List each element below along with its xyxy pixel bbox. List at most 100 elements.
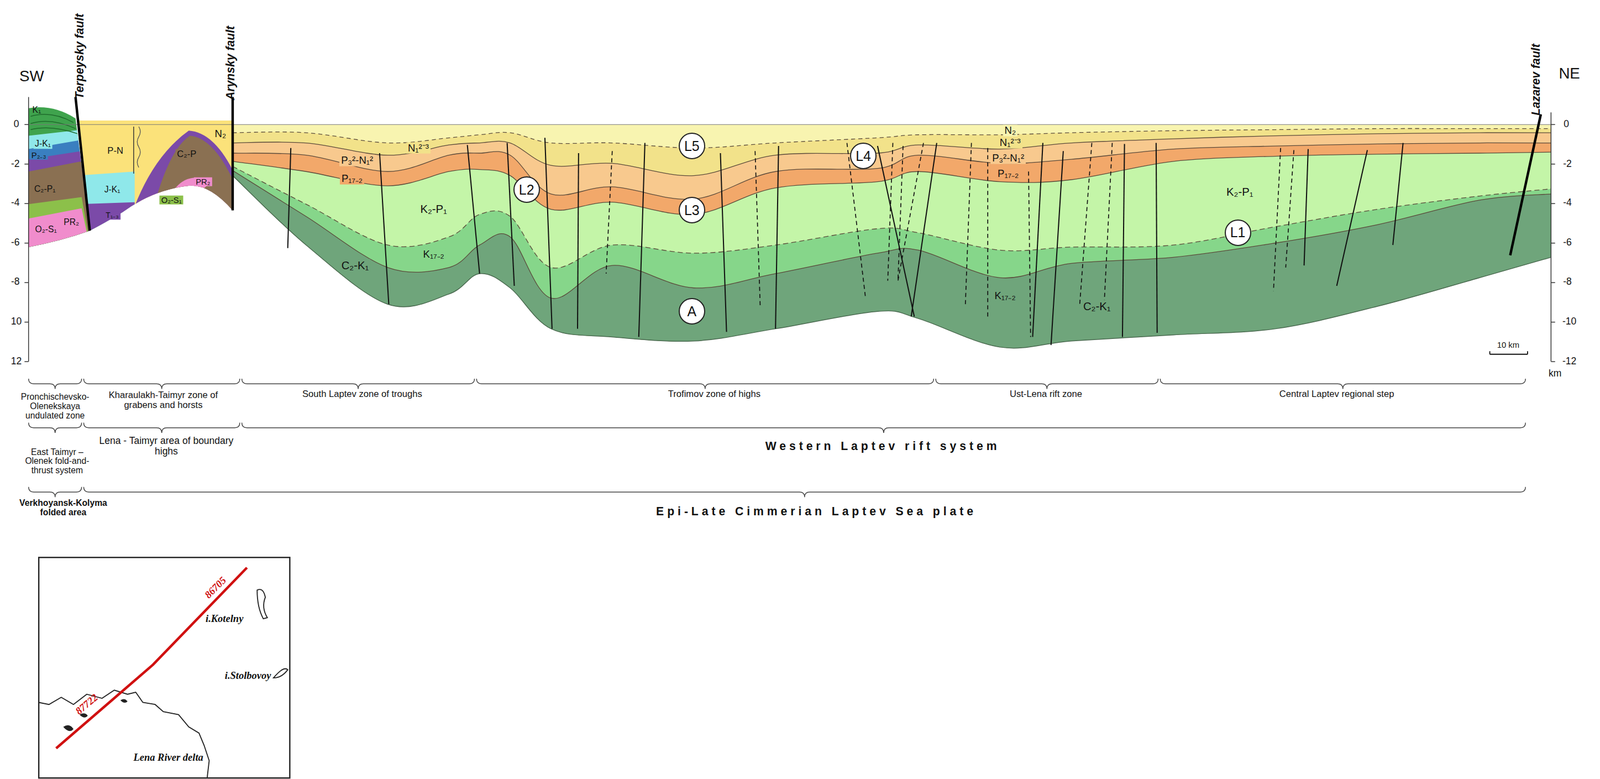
zone-bracket: [83, 378, 240, 389]
tick: [1550, 321, 1555, 323]
fault-line: [1285, 149, 1294, 267]
depth-axis: [1550, 112, 1552, 362]
map-frame: [38, 557, 290, 778]
callout-circle: L2: [513, 176, 540, 203]
zone-bracket: [28, 486, 82, 497]
tick: [1550, 124, 1555, 125]
tick: [24, 281, 29, 283]
fault-line: [1028, 171, 1031, 337]
fault-line: [898, 145, 904, 281]
basement-line: [232, 175, 1551, 349]
zone-name: Central Laptev regional step: [1279, 389, 1395, 400]
zone-bracket: [476, 378, 934, 389]
fault-line: [887, 143, 893, 281]
callout-number: L5: [684, 138, 700, 155]
callout-circle: L5: [678, 132, 706, 160]
zone-name: Ust-Lena rift zone: [1009, 389, 1083, 400]
unit-label: C₂-P: [175, 148, 198, 160]
horst-block: [71, 112, 245, 276]
unit-label: K₁₇₋₂: [421, 248, 447, 260]
depth-tick: km: [1548, 368, 1562, 380]
zone-name: East Taimyr – Olenek fold-and-thrust sys…: [20, 447, 94, 476]
callout-number: L1: [1230, 224, 1246, 241]
tick: [24, 202, 29, 204]
rock-layer: [232, 142, 1551, 348]
unit-label: PR₂: [193, 176, 212, 187]
horizon-line: [232, 170, 1551, 299]
unit-label: J-K₁: [102, 185, 123, 196]
fault-line: [638, 143, 645, 338]
unit-label: C₂-K₁: [1081, 300, 1113, 313]
depth-tick: 0: [1563, 118, 1570, 130]
tick: [24, 321, 29, 323]
scale-bar: [1490, 350, 1528, 355]
unit-label: P₃²-N₁²: [990, 152, 1026, 165]
fault-line: [775, 145, 779, 329]
unit-label: P-N: [105, 145, 125, 157]
fault-line: [1079, 143, 1092, 307]
tick: [24, 163, 29, 165]
depth-tick: -10: [1562, 316, 1577, 328]
direction-label: SW: [19, 67, 45, 86]
depth-tick: 0: [13, 118, 20, 130]
depth-tick: -4: [11, 197, 20, 209]
unit-label: K₂-P₁: [418, 202, 449, 216]
place-name: Lena River delta: [133, 751, 203, 764]
unit-label: P₁₇₋₂: [995, 168, 1021, 180]
fault-line: [507, 143, 515, 287]
zone-name: Western Laptev rift system: [765, 439, 1001, 453]
fault-line: [965, 143, 972, 307]
fault-name: Lazarev fault: [1529, 43, 1543, 116]
island: [256, 589, 267, 619]
fault-line: [898, 143, 924, 281]
unit-label: C₂-K₁: [339, 259, 371, 272]
fault-line: [754, 150, 760, 307]
fault-line: [544, 137, 553, 329]
unit-label: P₃²-N₁²: [339, 154, 375, 167]
fault-line: [1392, 143, 1403, 246]
island: [273, 668, 288, 679]
major-fault: [1510, 114, 1541, 256]
unit-label: N₁²⁻³: [406, 142, 431, 154]
depth-tick: -2: [1562, 158, 1572, 170]
coastline: [38, 689, 209, 778]
unit-label: P₁₇₋₂: [339, 172, 365, 185]
zone-name: Lena - Taimyr area of boundary highs: [95, 435, 238, 457]
fault-line: [1273, 148, 1281, 292]
depth-tick: -2: [11, 158, 20, 170]
fault-line: [1304, 149, 1309, 266]
fault-line: [1051, 150, 1064, 345]
zone-name: Kharaulakh-Taimyr zone of grabens and ho…: [91, 390, 235, 411]
unit-label: O₂-S₁: [33, 224, 59, 235]
fault-line: [606, 150, 613, 274]
tick: [24, 360, 29, 362]
rock-layer: [232, 124, 1551, 348]
zone-bracket: [28, 378, 82, 389]
fault-line: [1156, 143, 1158, 333]
unit-label: P₂₋₃: [29, 150, 49, 160]
unit-label: K₁: [32, 105, 42, 116]
callout-circle: A: [678, 297, 706, 325]
depth-tick: -4: [1562, 197, 1572, 209]
fault-line: [287, 148, 292, 249]
zone-bracket: [935, 378, 1158, 389]
scale-bar: [1490, 353, 1528, 355]
tick: [1550, 163, 1555, 165]
fault-line: [379, 153, 390, 304]
callout-number: L2: [518, 181, 535, 198]
unit-label: C₂-P₁: [32, 184, 57, 194]
rock-layer: [232, 170, 1551, 348]
place-name: i.Stolbovoy: [224, 669, 272, 682]
fault-line: [720, 153, 727, 332]
unit-label: PR₂: [61, 217, 81, 228]
place-name: i.Kotelny: [205, 612, 244, 624]
callout-number: A: [686, 303, 697, 320]
tick: [24, 242, 29, 244]
fault-name: Arynsky fault: [223, 25, 238, 101]
fault-line: [987, 148, 989, 317]
unit-label: N₂: [1003, 124, 1019, 137]
zone-name: South Laptev zone of troughs: [302, 389, 423, 400]
zone-bracket: [83, 422, 240, 433]
profile-line: [56, 567, 248, 749]
